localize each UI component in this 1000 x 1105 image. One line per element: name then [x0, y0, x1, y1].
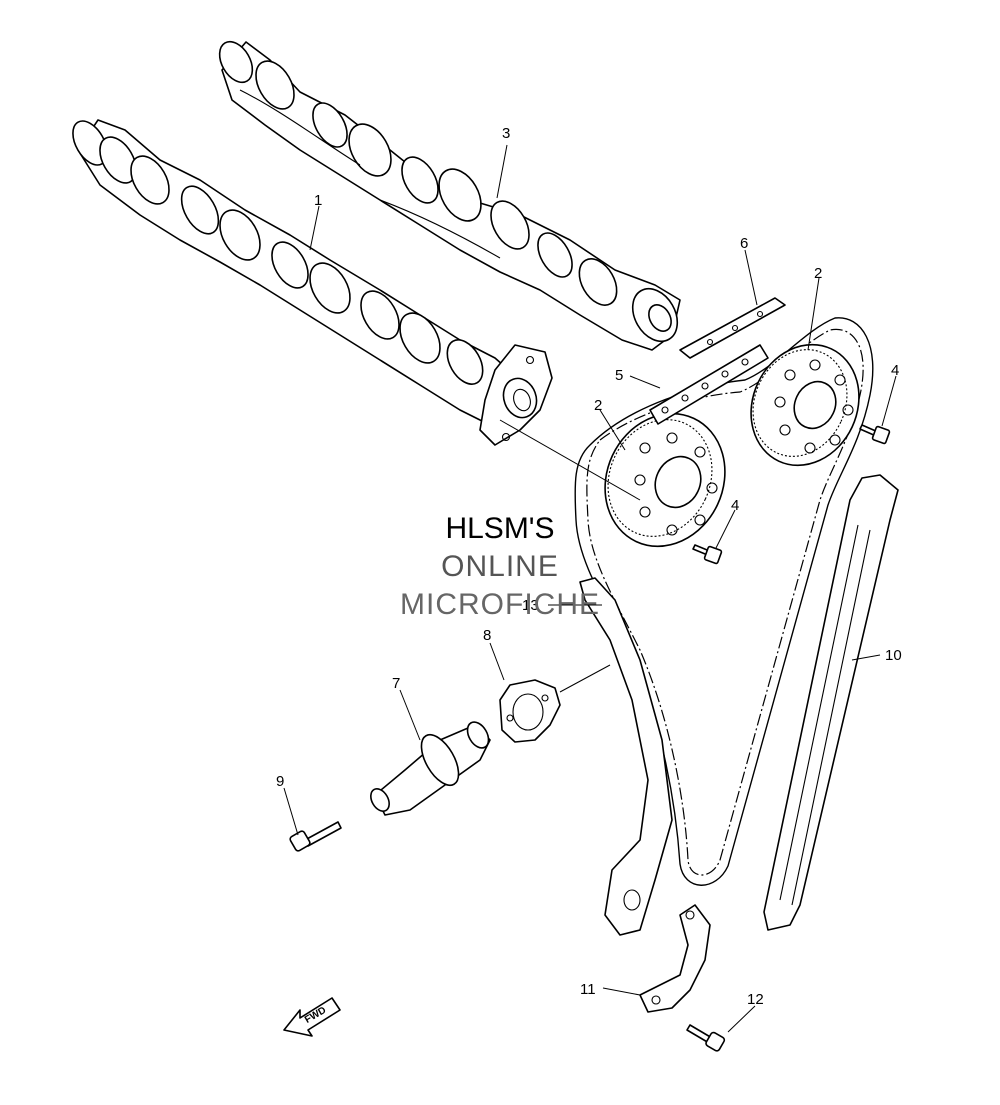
- callout-labels: 1 2 2 3 4 4 5 6 7 8 9 10 11 12 13: [276, 125, 902, 1008]
- sprocket-2-left: [604, 412, 726, 548]
- leader-lines: [283, 144, 897, 1033]
- bolt-4-right: [859, 424, 891, 445]
- callout-7: 7: [392, 675, 400, 692]
- bolt-9: [289, 821, 342, 852]
- chain-guide-6: [679, 297, 786, 359]
- chain-guide-10: [763, 474, 899, 931]
- camshaft-3: [218, 40, 681, 351]
- sprocket-2-right: [750, 343, 860, 467]
- callout-4-right: 4: [891, 362, 899, 379]
- fwd-arrow-icon: FWD: [283, 997, 341, 1037]
- callout-1: 1: [314, 192, 322, 209]
- callout-4-left: 4: [731, 497, 739, 514]
- bolt-12: [686, 1024, 726, 1052]
- callout-9: 9: [276, 773, 284, 790]
- callout-13: 13: [522, 597, 539, 614]
- tensioner-guide-13: [579, 577, 673, 936]
- callout-8: 8: [483, 627, 491, 644]
- callout-12: 12: [747, 991, 764, 1008]
- bracket-11: [639, 904, 711, 1013]
- camshaft-1: [72, 119, 521, 426]
- callout-11: 11: [580, 981, 596, 998]
- callout-2-right: 2: [814, 265, 822, 282]
- callout-5: 5: [615, 367, 623, 384]
- tensioner-7: [370, 721, 491, 816]
- callout-10: 10: [885, 647, 902, 664]
- callout-3: 3: [502, 125, 510, 142]
- bolt-4-left: [692, 544, 723, 565]
- callout-2-left: 2: [594, 397, 602, 414]
- callout-6: 6: [740, 235, 748, 252]
- chain-link-5: [649, 344, 769, 425]
- gasket-8: [499, 679, 561, 743]
- cam-chain: [574, 317, 874, 886]
- camshaft-flange: [479, 344, 553, 446]
